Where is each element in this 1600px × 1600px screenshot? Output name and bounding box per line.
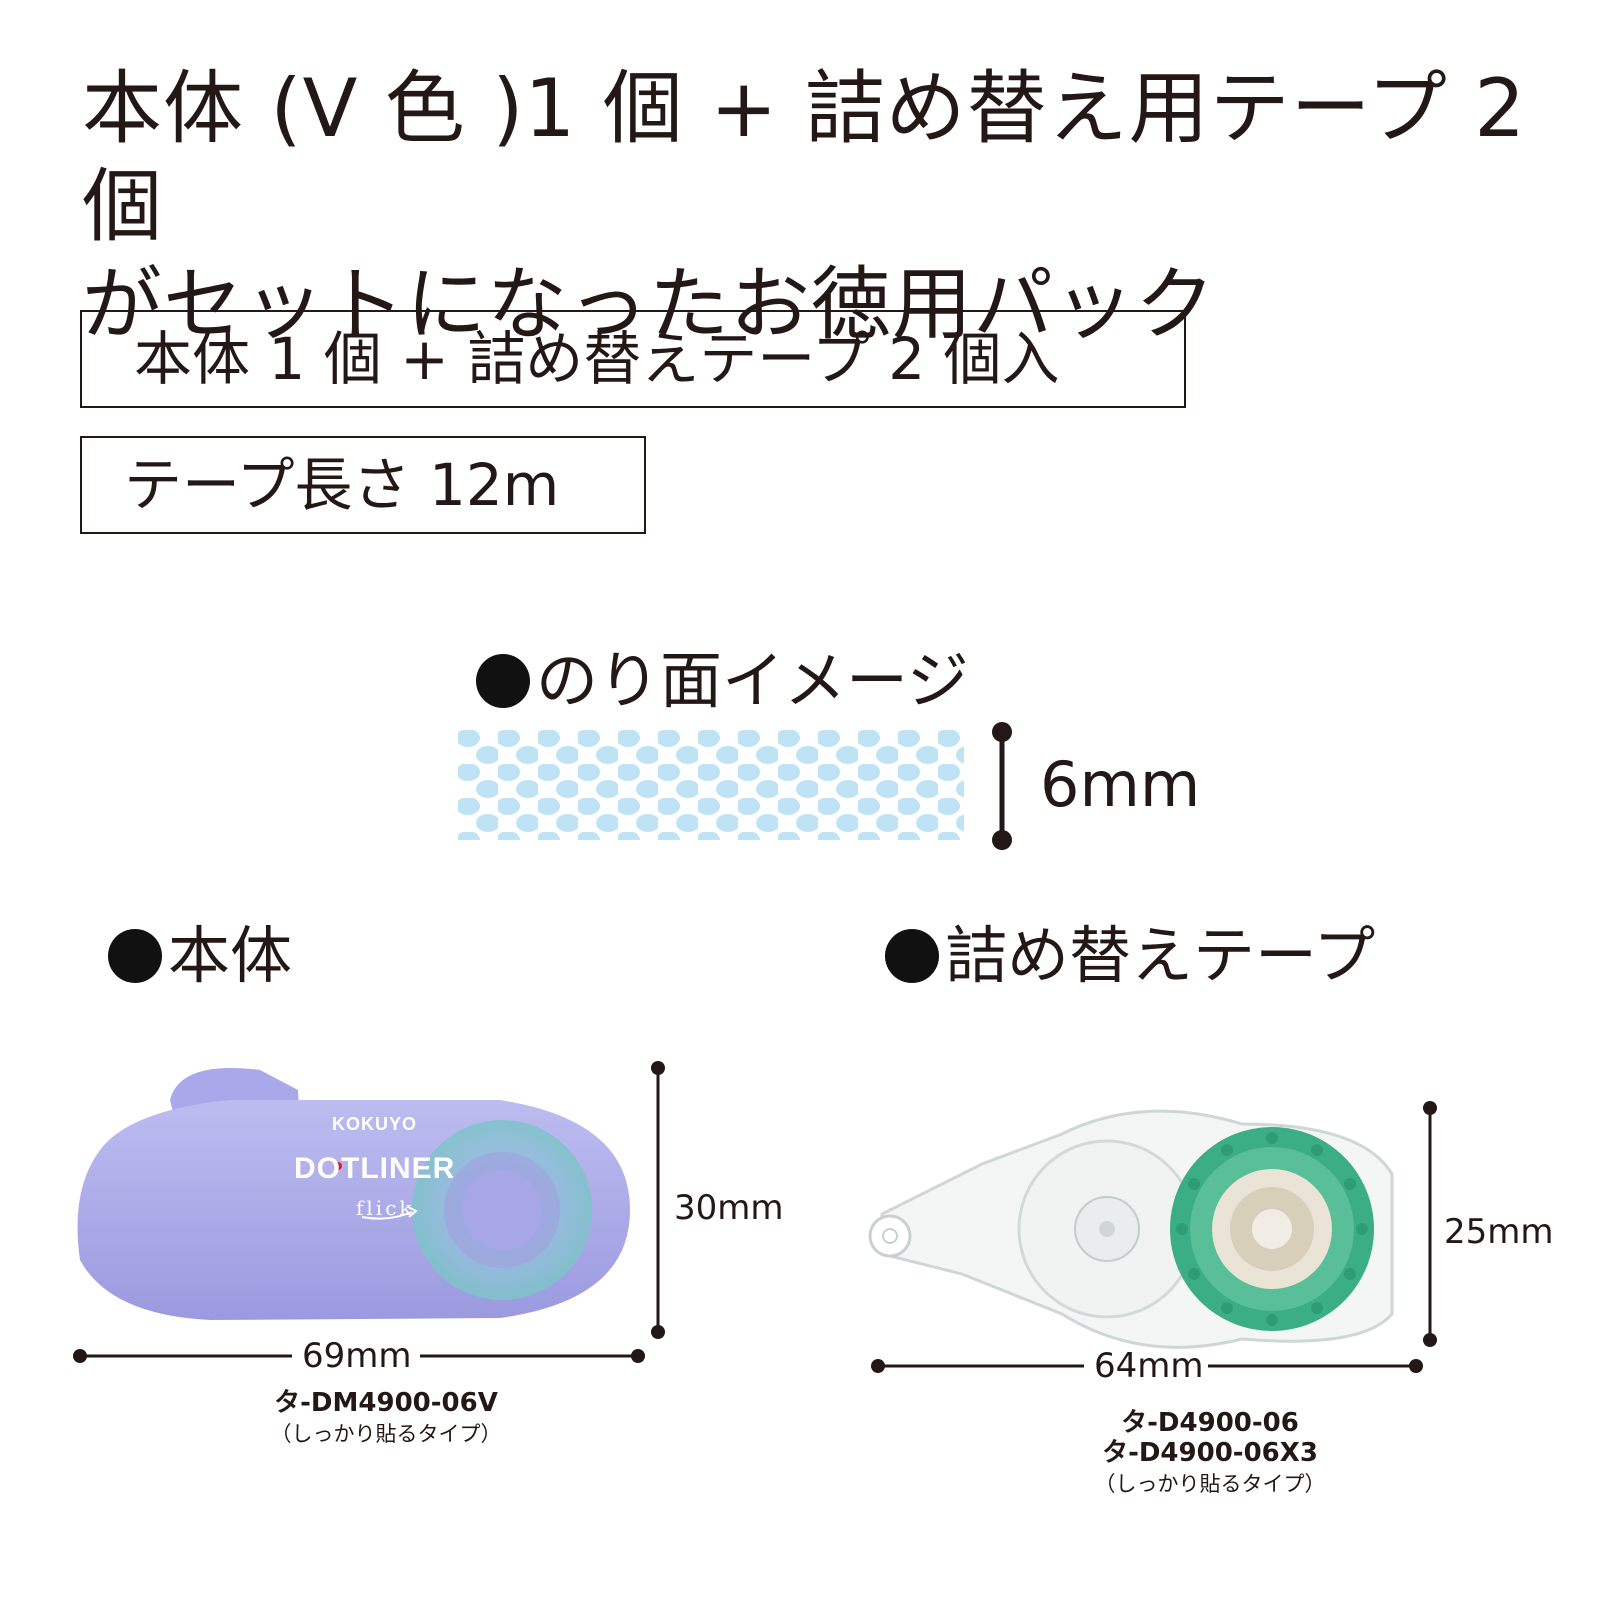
refill-height-label: 25mm	[1444, 1212, 1554, 1252]
body-model-number: タ-DM4900-06V	[274, 1388, 498, 1418]
headline-line-1: 本体 (V 色 )1 個 + 詰め替え用テープ 2 個	[82, 62, 1527, 253]
headline: 本体 (V 色 )1 個 + 詰め替え用テープ 2 個 がセットになったお徳用パ…	[82, 60, 1572, 354]
body-section-title: 本体	[108, 925, 292, 987]
product-sub-text: flick	[356, 1196, 415, 1220]
refill-model-note: （しっかり貼るタイプ）	[1094, 1472, 1326, 1496]
tape-length-badge-text: テープ長さ 12m	[124, 451, 560, 519]
body-width-dimension-line	[70, 1346, 650, 1366]
body-section-title-text: 本体	[168, 919, 293, 992]
contents-badge-text: 本体 1 個 + 詰め替えテープ 2 個入	[134, 325, 1060, 393]
glue-image-title: のり面イメージ	[476, 650, 969, 712]
product-name-text: DOTLINER	[294, 1152, 456, 1185]
bullet-icon	[108, 929, 162, 983]
body-width-label: 69mm	[302, 1336, 412, 1376]
body-model-note: （しっかり貼るタイプ）	[270, 1422, 502, 1446]
brand-logo-text: KOKUYO	[332, 1114, 418, 1134]
refill-width-dimension-line	[868, 1356, 1428, 1376]
body-product-image	[70, 1060, 650, 1340]
glue-width-label: 6mm	[1040, 748, 1201, 821]
glue-image-title-text: のり面イメージ	[536, 644, 969, 717]
refill-product-image	[862, 1104, 1422, 1354]
refill-width-label: 64mm	[1094, 1346, 1204, 1386]
body-height-dimension-line	[648, 1060, 668, 1340]
refill-height-dimension-line	[1420, 1100, 1440, 1348]
refill-section-title-text: 詰め替えテープ	[945, 919, 1376, 992]
refill-model-number-1: タ-D4900-06	[1121, 1408, 1299, 1438]
bullet-icon	[885, 929, 939, 983]
tape-length-badge: テープ長さ 12m	[80, 436, 646, 534]
glue-pattern	[458, 730, 964, 840]
refill-model-number-2: タ-D4900-06X3	[1102, 1438, 1318, 1468]
bullet-icon	[476, 654, 530, 708]
refill-section-title: 詰め替えテープ	[885, 925, 1375, 987]
glue-width-dimension-line	[990, 722, 1014, 850]
contents-badge: 本体 1 個 + 詰め替えテープ 2 個入	[80, 310, 1186, 408]
body-height-label: 30mm	[674, 1188, 784, 1228]
headline-line-2: がセットになったお徳用パック	[82, 258, 1216, 351]
